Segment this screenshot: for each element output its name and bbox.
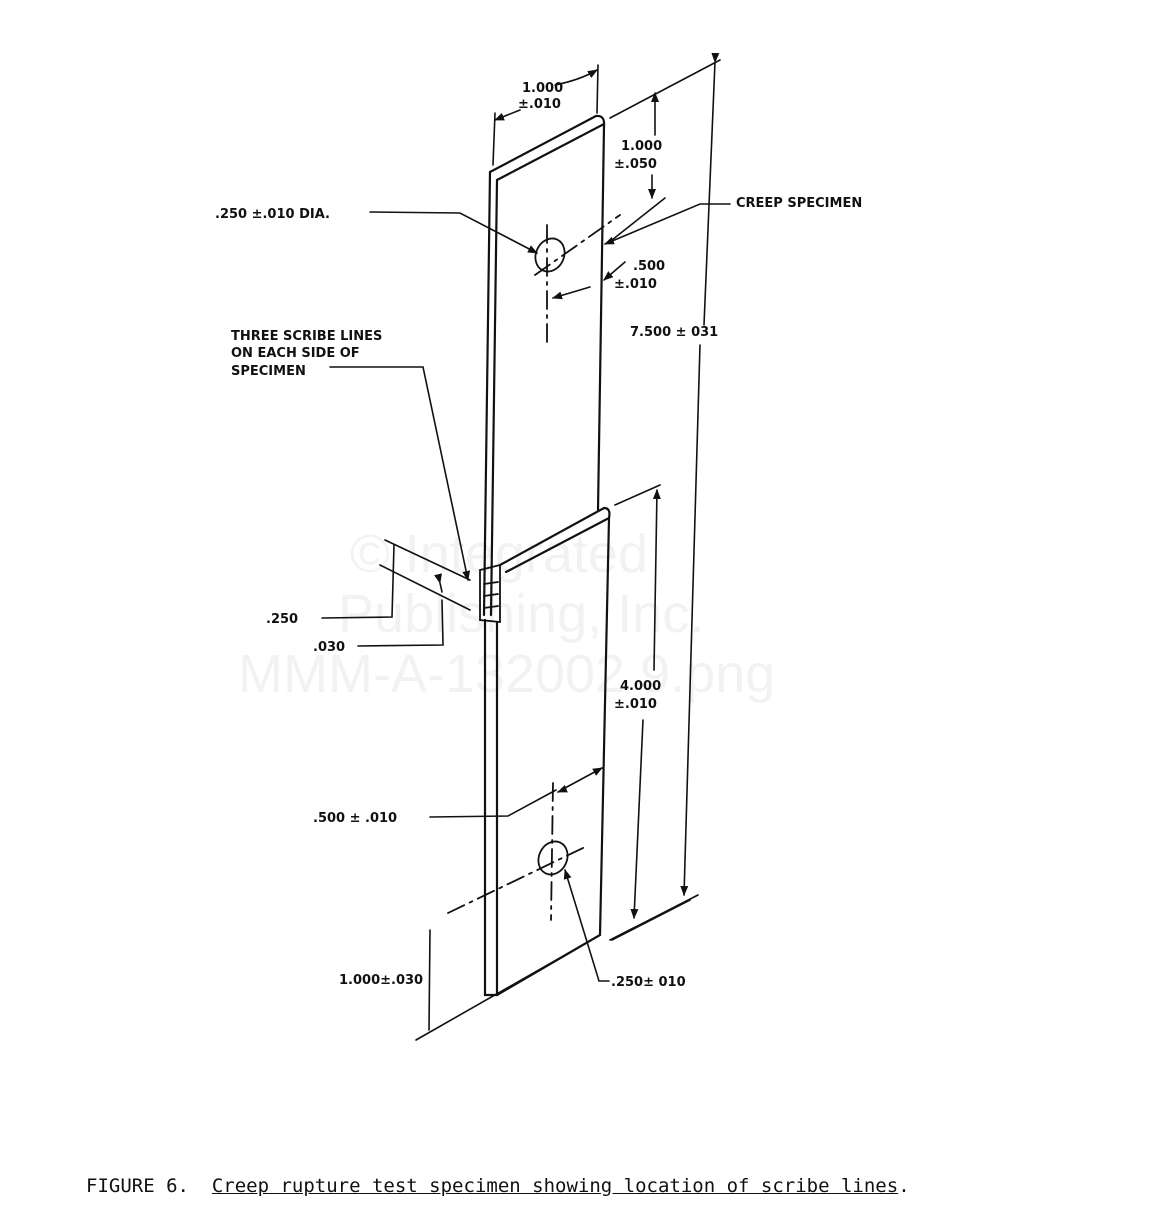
svg-text:© Integrated: © Integrated [350, 524, 648, 584]
svg-text:.500: .500 [633, 259, 665, 274]
width-value: 1.000 [522, 81, 563, 96]
svg-text:±.050: ±.050 [614, 157, 657, 172]
figure-number: FIGURE 6. [86, 1175, 189, 1197]
lower-hole [447, 782, 586, 921]
upper-hole [534, 214, 621, 346]
creep-specimen-label: CREEP SPECIMEN [736, 196, 862, 211]
scribe-lines [479, 563, 501, 623]
lower-strip [483, 506, 611, 997]
svg-text:.250± 010: .250± 010 [611, 975, 686, 990]
svg-text:THREE SCRIBE LINES: THREE SCRIBE LINES [231, 329, 382, 344]
svg-text:Publishing, Inc.: Publishing, Inc. [338, 584, 704, 644]
svg-text:±.010: ±.010 [614, 277, 657, 292]
svg-text:1.000: 1.000 [621, 139, 662, 154]
svg-text:4.000: 4.000 [620, 679, 661, 694]
width-tol: ±.010 [518, 97, 561, 112]
dimension-labels: 1.000 ±.010 1.000 ±.050 .250 ±.010 DIA. … [215, 81, 862, 990]
svg-text:.250: .250 [266, 612, 298, 627]
overall-length-label: 7.500 ± 031 [630, 325, 718, 340]
leader-lines [329, 203, 731, 982]
dimension-lines [321, 52, 721, 1041]
watermark: © Integrated Publishing, Inc. MMM-A-1320… [238, 524, 775, 704]
svg-text:.500 ± .010: .500 ± .010 [313, 811, 397, 826]
upper-strip [482, 114, 606, 617]
svg-text:ON EACH SIDE OF: ON EACH SIDE OF [231, 346, 360, 361]
figure-title: Creep rupture test specimen showing loca… [211, 1175, 899, 1197]
svg-text:MMM-A-132002 9.png: MMM-A-132002 9.png [238, 644, 775, 704]
figure-caption: FIGURE 6. Creep rupture test specimen sh… [86, 1175, 910, 1197]
svg-text:.030: .030 [313, 640, 345, 655]
svg-text:SPECIMEN: SPECIMEN [231, 364, 306, 379]
svg-text:±.010: ±.010 [614, 697, 657, 712]
top-hole-dia-label: .250 ±.010 DIA. [215, 207, 330, 222]
svg-text:1.000±.030: 1.000±.030 [339, 973, 423, 988]
